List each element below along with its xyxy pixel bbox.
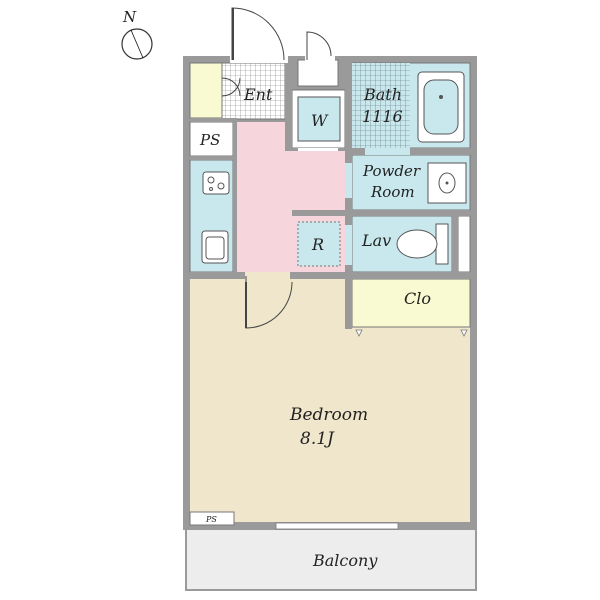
entrance-label: Ent — [243, 85, 273, 104]
bedroom-size-label: 8.1J — [300, 429, 335, 449]
washer-box — [297, 96, 341, 142]
bedroom-label: Bedroom — [289, 405, 368, 425]
sink-icon — [201, 230, 229, 264]
stove-icon — [202, 171, 230, 195]
north-compass-icon: N — [121, 8, 153, 60]
ps-bottom-box — [189, 511, 235, 526]
toilet-icon — [396, 223, 449, 265]
closet-label: Clo — [404, 289, 431, 308]
entrance-floor — [221, 62, 286, 120]
ps-top-label: PS — [199, 131, 220, 149]
powder-room-label-line1: Powder — [362, 162, 421, 180]
balcony-area — [185, 527, 477, 591]
refrigerator-space — [297, 221, 341, 267]
lavatory-label: Lav — [361, 231, 391, 250]
washbasin-icon — [427, 162, 467, 204]
balcony-label: Balcony — [312, 551, 378, 570]
shoe-cabinet — [189, 62, 223, 119]
bath-label: Bath — [363, 85, 402, 104]
washer-label: W — [311, 111, 329, 130]
compass-north-label: N — [122, 8, 137, 26]
lavatory-shelf — [457, 215, 471, 273]
balcony-window — [275, 522, 399, 530]
ps-bottom-label: PS — [205, 515, 217, 524]
bathtub-icon — [417, 71, 465, 143]
refrigerator-label: R — [311, 235, 324, 254]
door-swings — [221, 7, 332, 329]
bath-size-label: 1116 — [362, 107, 403, 126]
powder-room-label-line2: Room — [370, 183, 415, 201]
